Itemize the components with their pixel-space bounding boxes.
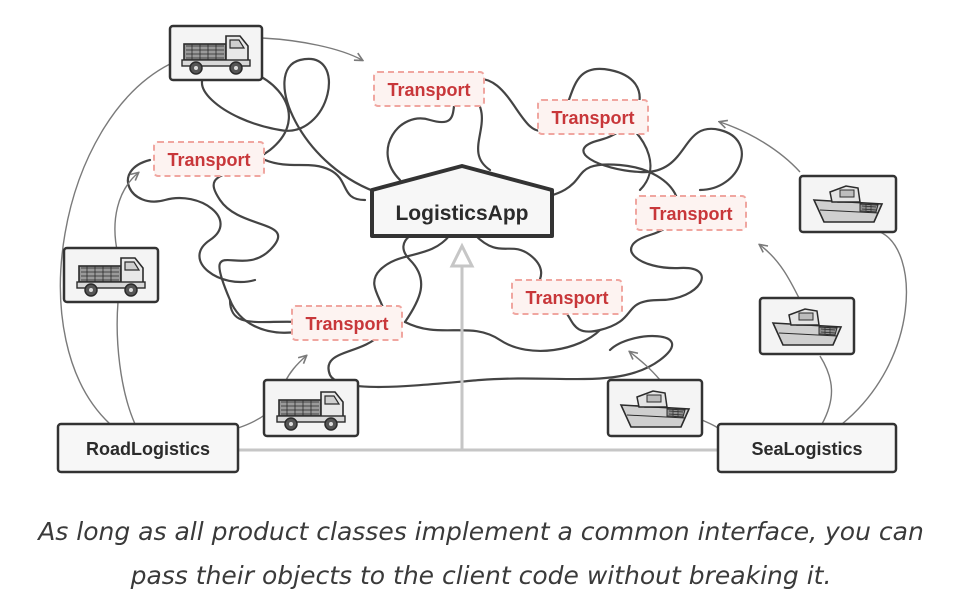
transport-label-6: Transport [291, 305, 403, 341]
tangle-line-5 [263, 158, 367, 202]
arrow-ship-bottom [630, 352, 661, 381]
arrow-truck-top [261, 37, 362, 60]
arrow-truck-bottom [284, 356, 306, 383]
link-sea-to-right-ship [841, 231, 908, 425]
link-road-to-top-truck [59, 63, 171, 425]
arrow-truck-left [114, 173, 138, 256]
inheritance-lines [238, 242, 718, 452]
caption-line-2: pass their objects to the client code wi… [130, 561, 832, 590]
tangled-dependency-lines [126, 57, 743, 389]
road-logistics-box: RoadLogistics [56, 422, 240, 474]
transport-label-4: Transport [635, 195, 747, 231]
ship-icon [758, 296, 856, 356]
link-sea-to-bottom-ship [701, 419, 719, 429]
sea-logistics-box: SeaLogistics [716, 422, 898, 474]
transport-text: Transport [649, 204, 732, 224]
transport-text: Transport [387, 80, 470, 100]
ship-icon [606, 378, 704, 438]
transport-label-3: Transport [153, 141, 265, 177]
logistics-app-label: LogisticsApp [395, 202, 528, 225]
transport-label-5: Transport [511, 279, 623, 315]
transport-text: Transport [305, 314, 388, 334]
tangle-line-9 [126, 158, 257, 283]
truck-icon [168, 24, 264, 82]
tangle-line-1 [200, 57, 387, 334]
caption-line-1: As long as all product classes implement… [38, 517, 924, 546]
arrow-ship-right-mid [760, 245, 801, 301]
transport-label-2: Transport [537, 99, 649, 135]
link-sea-to-mid-ship [819, 355, 833, 425]
transport-text: Transport [551, 108, 634, 128]
link-road-to-bottom-truck [237, 413, 267, 429]
arrow-ship-right-top [720, 122, 801, 173]
ship-icon [798, 174, 898, 234]
tangle-line-2 [386, 67, 743, 192]
sea-logistics-label: SeaLogistics [751, 439, 862, 459]
logistics-diagram: LogisticsApp Transport Transport Transpo… [56, 24, 908, 474]
transport-text: Transport [525, 288, 608, 308]
truck-icon [262, 378, 360, 438]
creation-arrows [59, 37, 908, 429]
inheritance-arrowhead [449, 242, 475, 268]
link-road-to-left-truck [116, 301, 136, 425]
transport-label-1: Transport [373, 71, 485, 107]
road-logistics-label: RoadLogistics [86, 439, 210, 459]
truck-icon [62, 246, 160, 304]
transport-text: Transport [167, 150, 250, 170]
logistics-app-box: LogisticsApp [370, 164, 554, 238]
diagram-caption: As long as all product classes implement… [0, 510, 962, 598]
